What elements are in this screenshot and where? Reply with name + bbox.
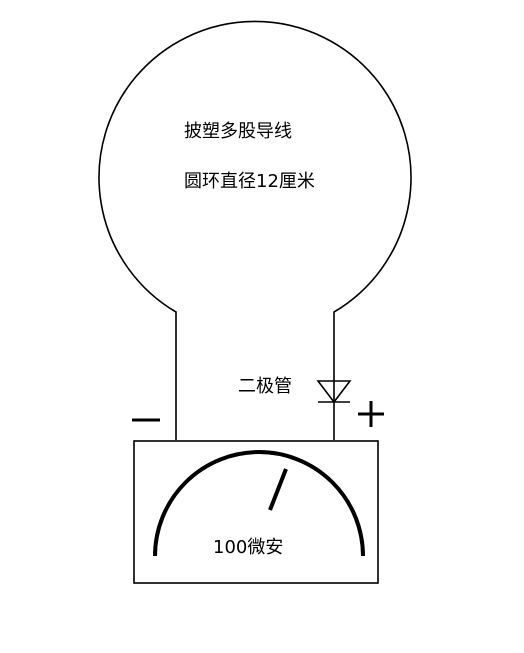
loop-label-line1: 披塑多股导线: [184, 121, 292, 142]
meter-label: 100微安: [213, 537, 283, 558]
meter-box: [133, 440, 379, 584]
wire-loop: [98, 20, 412, 440]
meter-scale-arc: [153, 450, 365, 557]
diode-symbol: [316, 380, 352, 404]
meter-needle: [268, 468, 288, 511]
loop-label-line2: 圆环直径12厘米: [184, 171, 315, 192]
diode-label: 二极管: [238, 376, 292, 397]
positive-terminal-sign: +: [358, 401, 384, 427]
